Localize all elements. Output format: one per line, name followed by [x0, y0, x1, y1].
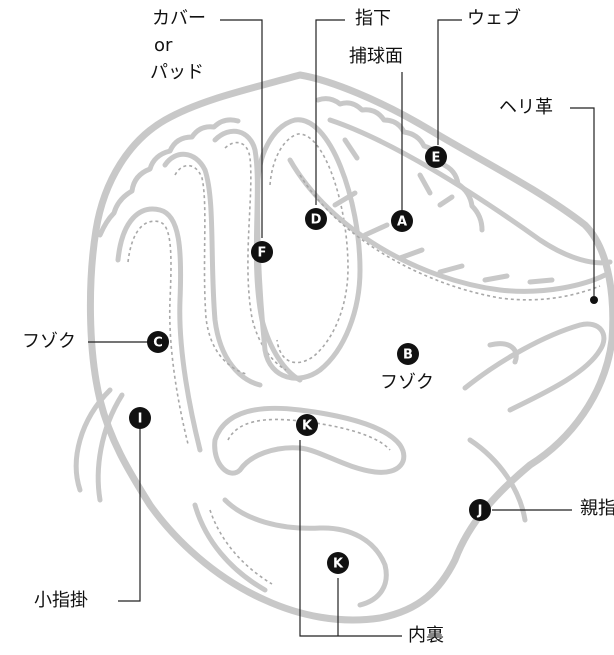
marker-e: E — [425, 146, 447, 168]
label-web: ウェブ — [467, 8, 521, 29]
leader-heri — [570, 107, 595, 296]
label-heri-leather: ヘリ革 — [499, 97, 553, 118]
label-inner-lining: 内裏 — [408, 625, 444, 646]
label-cover-or: or — [154, 35, 173, 56]
web-lace-2 — [362, 222, 390, 238]
marker-d: D — [305, 208, 327, 230]
pinky-loop-1 — [73, 387, 113, 493]
web-lace-6 — [527, 277, 555, 285]
web-lace-3 — [397, 247, 425, 261]
label-pinky-hook: 小指掛 — [34, 590, 88, 611]
marker-j: J — [469, 499, 491, 521]
label-catching-face: 捕球面 — [349, 46, 403, 67]
svg-text:K: K — [333, 557, 344, 572]
heri-dot — [590, 296, 598, 304]
svg-text:F: F — [258, 246, 267, 261]
marker-i: I — [129, 407, 151, 429]
leader-pinky — [118, 425, 141, 602]
svg-text:E: E — [432, 151, 441, 166]
cover-pad — [255, 117, 363, 381]
label-fuzoku-left: フゾク — [22, 331, 76, 352]
label-thumb-hook: 親指掛 — [580, 498, 614, 519]
pinky-loop-2 — [95, 392, 125, 503]
hand-opening — [212, 405, 407, 476]
label-cover-pad: パッド — [150, 62, 204, 83]
marker-b: B — [397, 343, 419, 365]
svg-text:D: D — [311, 213, 322, 228]
stitch-web — [299, 174, 601, 301]
svg-text:J: J — [477, 504, 483, 519]
svg-text:K: K — [302, 419, 313, 434]
label-cover: カバー — [152, 8, 206, 29]
mitt-outline — [86, 71, 614, 624]
svg-text:C: C — [153, 336, 163, 351]
web-lace-8 — [417, 172, 433, 196]
svg-text:A: A — [397, 215, 407, 230]
svg-text:B: B — [403, 348, 413, 363]
leader-cover — [220, 19, 263, 238]
web-lace-1 — [332, 190, 358, 208]
web-top — [327, 117, 613, 266]
marker-f: F — [251, 241, 273, 263]
leader-web — [437, 19, 462, 145]
leader-finger-under — [315, 19, 345, 205]
rim-welting — [97, 117, 241, 238]
marker-k-upper: K — [296, 414, 318, 436]
finger-stall-1 — [115, 206, 203, 453]
web-arc — [287, 157, 608, 294]
stitch-2 — [174, 164, 247, 375]
stitch-1 — [127, 220, 189, 445]
label-fuzoku-center: フゾク — [380, 372, 434, 393]
label-finger-under: 指下 — [355, 8, 391, 29]
marker-k-lower: K — [327, 552, 349, 574]
web-lace-7 — [342, 137, 360, 161]
inner-lining-lower — [222, 497, 389, 608]
svg-text:I: I — [138, 412, 143, 427]
marker-c: C — [147, 331, 169, 353]
marker-a: A — [391, 210, 413, 232]
stitch-cover — [269, 133, 349, 364]
web-lace-9 — [437, 194, 455, 208]
wrist-strap — [192, 502, 268, 593]
finger-stall-2 — [162, 151, 263, 388]
web-lace-5 — [482, 273, 510, 283]
thumb-lace — [487, 341, 519, 365]
web-lace-4 — [437, 263, 465, 275]
leader-inner — [299, 440, 402, 637]
